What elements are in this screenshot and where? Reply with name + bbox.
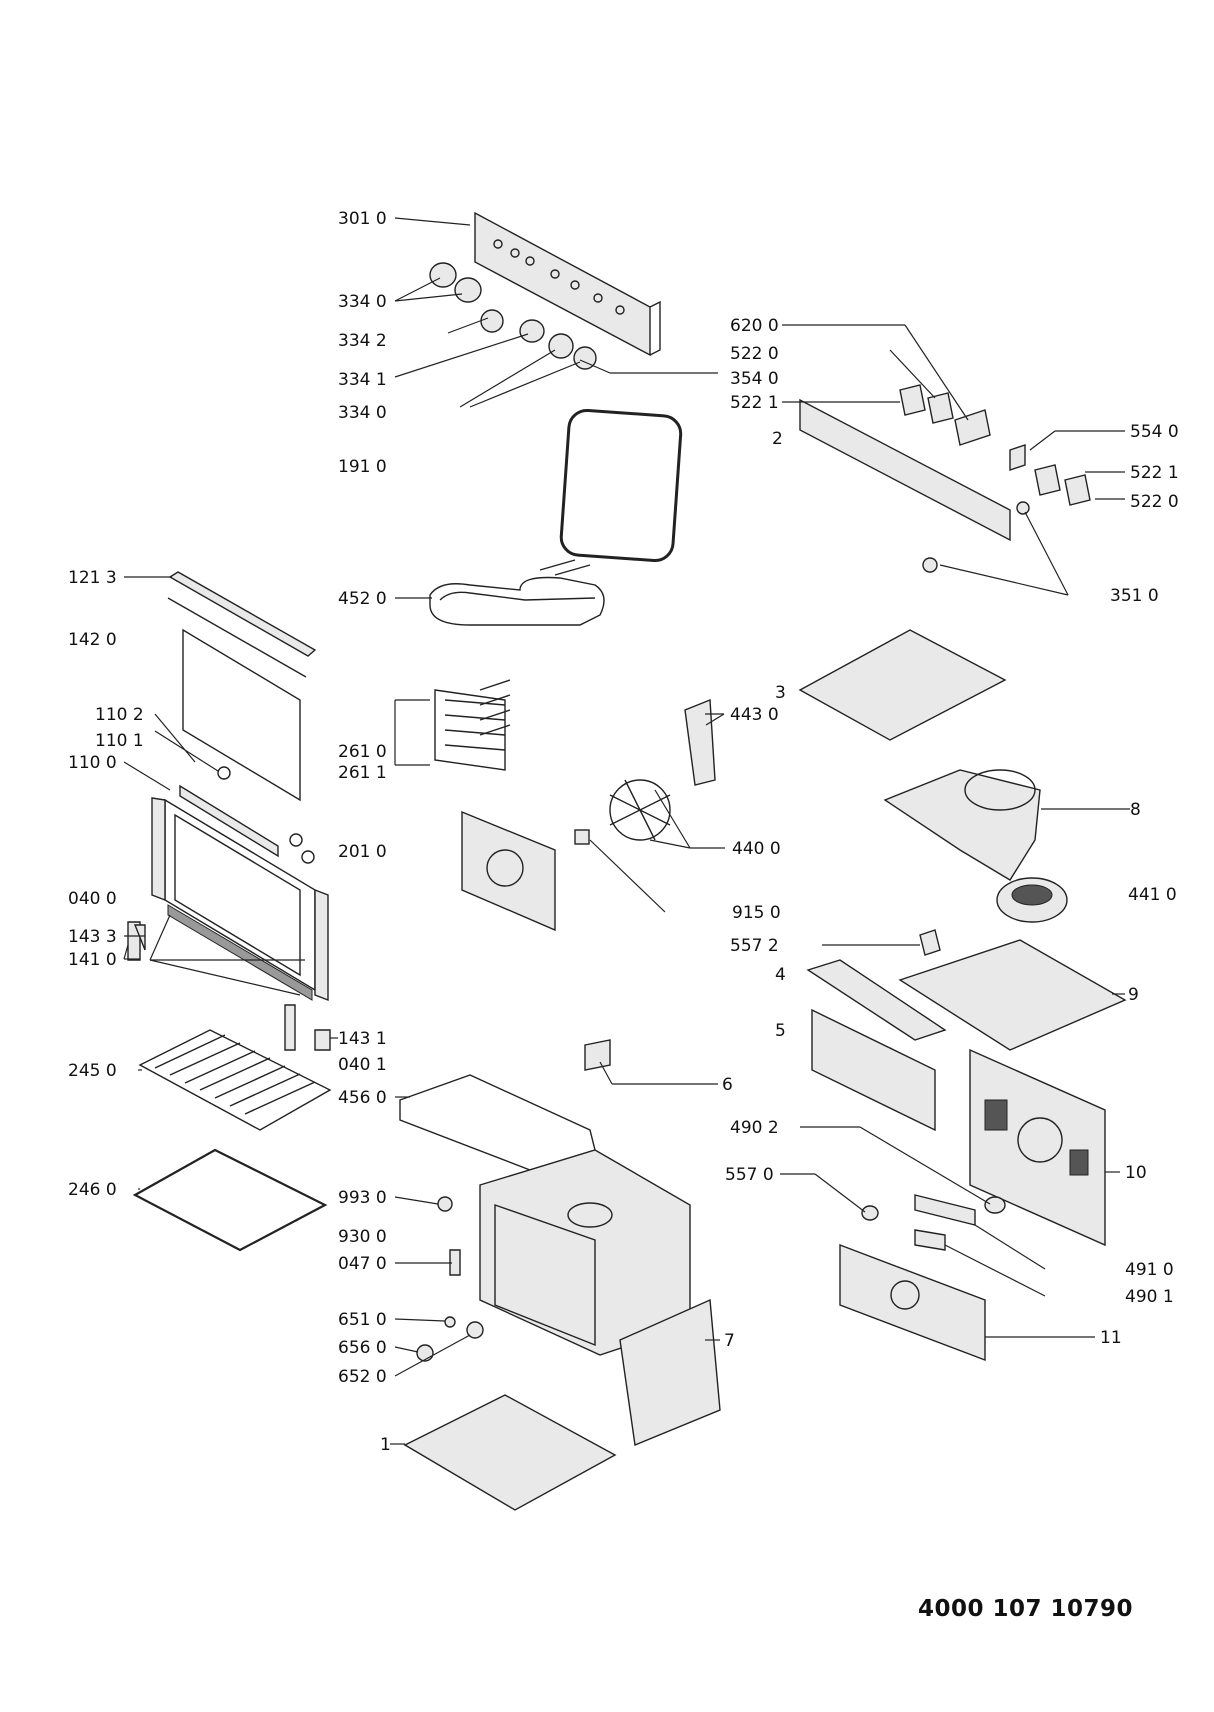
callout-4400: 440 0: [732, 839, 781, 859]
cooling-fan-part: [996, 877, 1068, 923]
fan-housing-part: [883, 769, 1041, 881]
callout-9150: 915 0: [732, 903, 781, 923]
callout-8: 8: [1130, 800, 1141, 820]
callout-1100: 110 0: [68, 753, 117, 773]
callout-5540: 554 0: [1130, 422, 1179, 442]
control-panel-part: [474, 211, 661, 357]
side-panel-part: [619, 1298, 721, 1446]
callout-11: 11: [1100, 1328, 1122, 1348]
callout-1433: 143 3: [68, 927, 117, 947]
callout-1213: 121 3: [68, 568, 117, 588]
callout-2611: 261 1: [338, 763, 387, 783]
callout-5: 5: [775, 1021, 786, 1041]
callout-3010: 301 0: [338, 209, 387, 229]
door-frame-part: [151, 571, 329, 1002]
switch-bracket-parts: [806, 959, 947, 1132]
callout-3342: 334 2: [338, 331, 387, 351]
callout-2010: 201 0: [338, 842, 387, 862]
knob-parts: [429, 262, 597, 370]
control-module-part: [839, 1243, 986, 1362]
callout-3540: 354 0: [730, 369, 779, 389]
callout-3510: 351 0: [1110, 586, 1159, 606]
document-number: 4000 107 10790: [918, 1596, 1134, 1622]
callout-3340-upper: 334 0: [338, 292, 387, 312]
callout-3: 3: [775, 683, 786, 703]
base-plate-part: [898, 939, 1127, 1051]
callout-6560: 656 0: [338, 1338, 387, 1358]
callout-5220-upper: 522 0: [730, 344, 779, 364]
bottom-panel-part: [403, 1394, 617, 1511]
callout-2: 2: [772, 429, 783, 449]
callout-2460: 246 0: [68, 1180, 117, 1200]
callout-6: 6: [722, 1075, 733, 1095]
callout-labels: 301 0 334 0 334 2 334 1 334 0 191 0 620 …: [68, 209, 1179, 1455]
callout-5221-upper: 522 1: [730, 393, 779, 413]
door-gasket-part: [559, 408, 683, 563]
callout-0401: 040 1: [338, 1055, 387, 1075]
callout-9930: 993 0: [338, 1188, 387, 1208]
callout-9300: 930 0: [338, 1227, 387, 1247]
callout-6520: 652 0: [338, 1367, 387, 1387]
callout-1: 1: [380, 1435, 391, 1455]
lamp-parts: [416, 1196, 484, 1362]
callout-1102: 110 2: [95, 705, 144, 725]
callout-10: 10: [1125, 1163, 1147, 1183]
leader-lines: [123, 217, 1130, 1445]
callout-7: 7: [724, 1331, 735, 1351]
wire-shelf-part: [138, 1029, 332, 1131]
callout-6510: 651 0: [338, 1310, 387, 1330]
callout-6200: 620 0: [730, 316, 779, 336]
callout-1101: 110 1: [95, 731, 144, 751]
electrical-parts: [861, 1194, 1006, 1251]
callout-4560: 456 0: [338, 1088, 387, 1108]
rear-panel-part: [969, 1048, 1106, 1247]
baking-tray-part: [132, 1148, 328, 1252]
callout-2450: 245 0: [68, 1061, 117, 1081]
callout-5221-lower: 522 1: [1130, 463, 1179, 483]
callout-9: 9: [1128, 985, 1139, 1005]
grill-element-part: [429, 559, 605, 626]
callout-0400: 040 0: [68, 889, 117, 909]
callout-1431: 143 1: [338, 1029, 387, 1049]
callout-4: 4: [775, 965, 786, 985]
hinge-parts: [127, 921, 331, 1051]
callout-3341: 334 1: [338, 370, 387, 390]
callout-5570: 557 0: [725, 1165, 774, 1185]
fan-motor-part: [574, 698, 716, 845]
lower-element-part: [399, 1074, 596, 1171]
callout-4410: 441 0: [1128, 885, 1177, 905]
callout-5220-lower: 522 0: [1130, 492, 1179, 512]
callout-1910: 191 0: [338, 457, 387, 477]
callout-4910: 491 0: [1125, 1260, 1174, 1280]
callout-4901: 490 1: [1125, 1287, 1174, 1307]
top-cover-part: [798, 629, 1007, 741]
fan-cover-part: [461, 810, 556, 932]
callout-3340-lower: 334 0: [338, 403, 387, 423]
callout-1420: 142 0: [68, 630, 117, 650]
callout-0470: 047 0: [338, 1254, 387, 1274]
callout-2610: 261 0: [338, 742, 387, 762]
callout-4520: 452 0: [338, 589, 387, 609]
callout-1410: 141 0: [68, 950, 117, 970]
shelf-runner-parts: [434, 679, 511, 771]
callout-4430: 443 0: [730, 705, 779, 725]
callout-5572: 557 2: [730, 936, 779, 956]
callout-4902: 490 2: [730, 1118, 779, 1138]
bracket-parts: [584, 384, 1091, 1071]
